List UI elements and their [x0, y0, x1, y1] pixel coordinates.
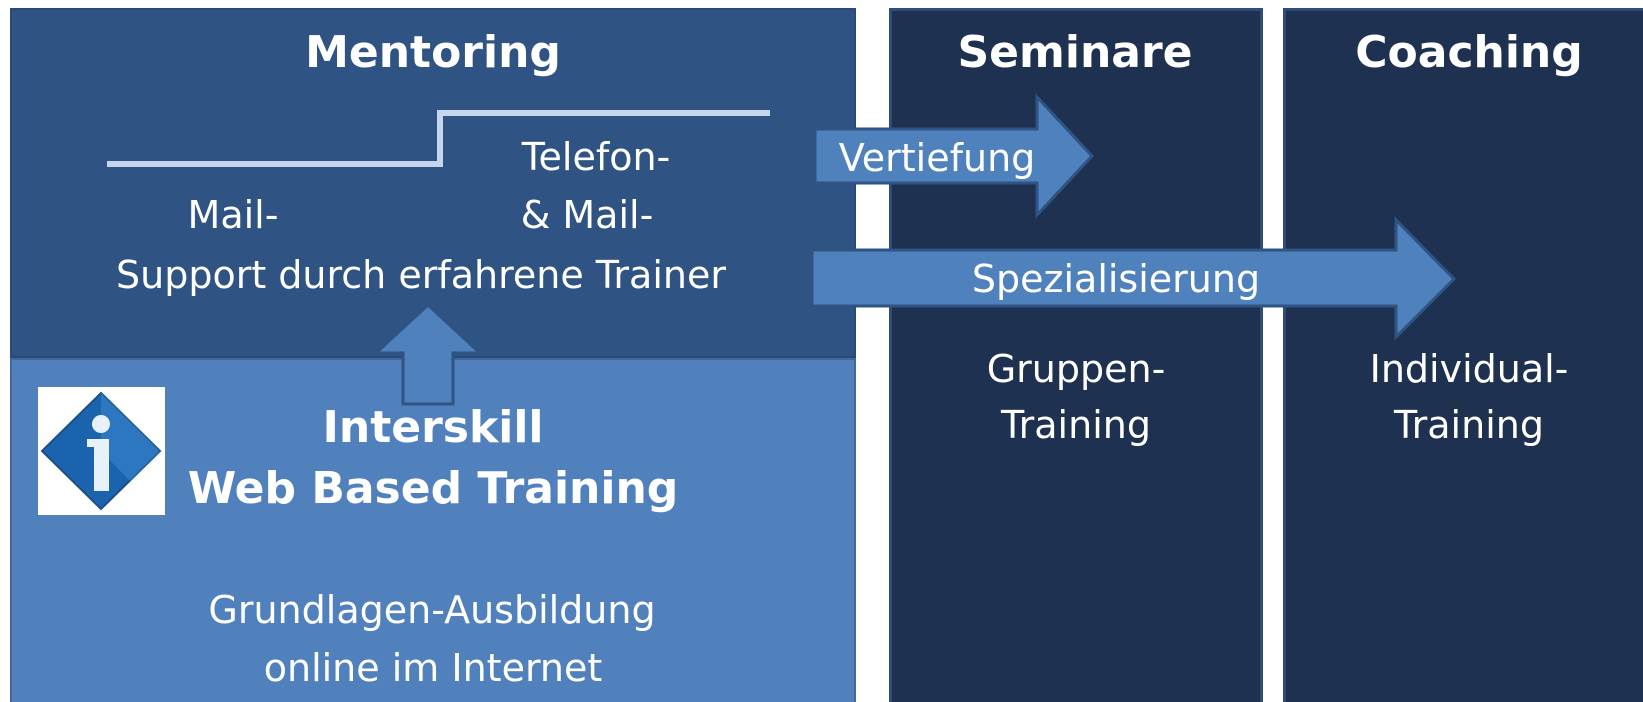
- mentoring-panel: [10, 8, 856, 358]
- interskill-logo-icon: [38, 387, 165, 515]
- seminare-body-line-1: Gruppen-: [986, 347, 1166, 391]
- wbt-title: Web Based Training: [187, 463, 679, 514]
- spezialisierung-arrow: [810, 216, 1457, 341]
- wbt-body-line-2: online im Internet: [263, 646, 603, 690]
- wbt-title-interskill: Interskill: [322, 402, 544, 453]
- up-arrow: [372, 302, 484, 406]
- telefon-label: Telefon-: [521, 135, 671, 179]
- seminare-column: [889, 8, 1263, 702]
- coaching-body-line-2: Training: [1394, 403, 1544, 447]
- seminare-title: Seminare: [957, 27, 1193, 78]
- vertiefung-arrow: [813, 93, 1095, 219]
- seminare-body-line-2: Training: [1001, 403, 1151, 447]
- wbt-body-line-1: Grundlagen-Ausbildung: [208, 588, 656, 632]
- coaching-body-line-1: Individual-: [1369, 347, 1569, 391]
- vertiefung-label: Vertiefung: [838, 136, 1036, 180]
- coaching-column: [1283, 8, 1643, 702]
- mentoring-title: Mentoring: [305, 27, 561, 78]
- spezialisierung-label: Spezialisierung: [971, 257, 1261, 301]
- mail-label: Mail-: [187, 193, 279, 237]
- coaching-title: Coaching: [1355, 27, 1583, 78]
- support-step-line: [107, 110, 770, 167]
- support-text: Support durch erfahrene Trainer: [116, 253, 726, 297]
- telefon-mail-label: & Mail-: [520, 193, 654, 237]
